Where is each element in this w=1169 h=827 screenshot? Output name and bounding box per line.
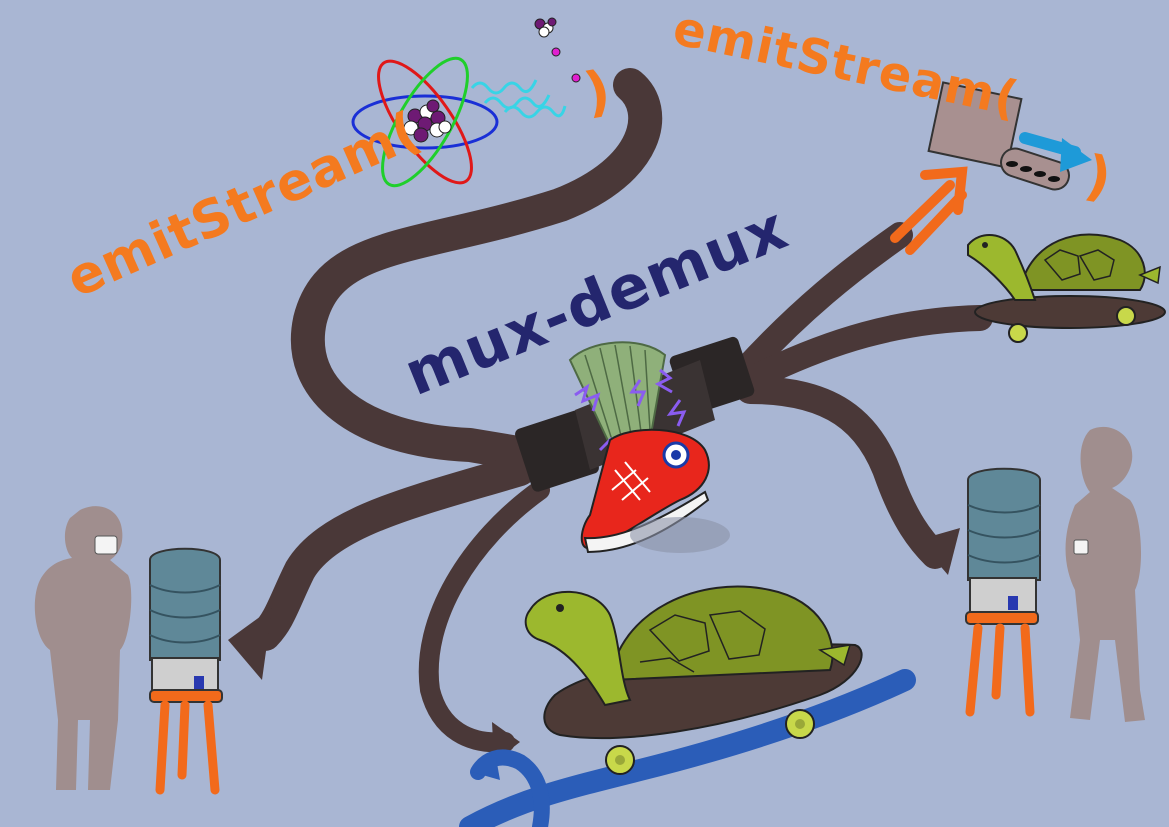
sneaker-shadow	[630, 517, 730, 553]
atom-icon	[351, 56, 499, 188]
orange-input-arrow	[890, 166, 968, 255]
blue-output-arrow	[1019, 132, 1092, 172]
pipe-to-bottom	[418, 480, 550, 753]
pipe-to-right-person	[736, 376, 949, 569]
radiation-waves	[470, 79, 567, 119]
stream-source-box	[927, 81, 1070, 191]
water-cooler-right	[965, 467, 1041, 717]
person-left-silhouette	[34, 506, 132, 790]
pipe-loop-top	[290, 68, 663, 472]
arrowhead-left	[228, 608, 272, 680]
arrowhead-right	[918, 528, 960, 575]
red-sneaker	[580, 428, 710, 554]
pipe-network	[249, 68, 993, 753]
pipe-to-right-turtle	[737, 305, 993, 393]
pipe-to-left-person	[249, 454, 536, 651]
atom-nucleus	[403, 99, 452, 143]
pipe-to-top-right	[732, 222, 913, 383]
turtle-large	[524, 585, 863, 775]
water-cooler-left	[149, 547, 223, 795]
water-arrowhead	[472, 752, 500, 780]
person-right-silhouette	[1065, 426, 1145, 722]
turtle-small	[967, 233, 1166, 343]
emitted-particles	[534, 17, 581, 83]
